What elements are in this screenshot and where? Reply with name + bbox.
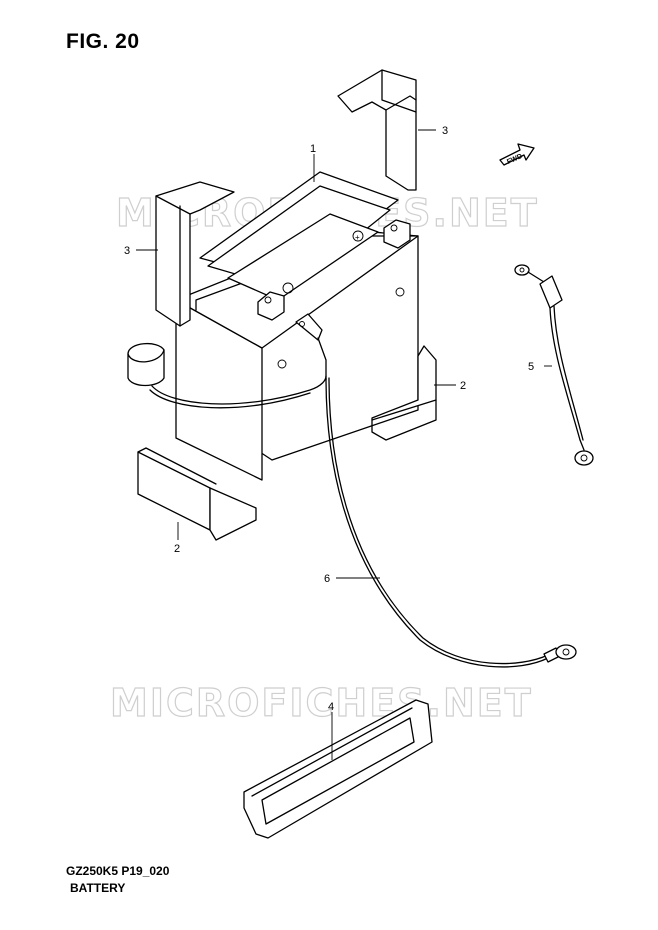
callout-1: 1 [310,143,316,155]
plus-terminal-mark: + [355,233,360,242]
model-code: GZ250K5 P19_020 [66,864,170,878]
part-3-upper-pad [337,69,417,191]
figure-title: FIG. 20 [66,30,140,53]
fwd-arrow-icon: FWD [499,143,535,166]
callout-5: 5 [528,361,534,373]
callout-4: 4 [328,701,334,713]
part-3-front-pad [155,181,235,327]
watermark-bottom: MICROFICHES.NET [110,681,533,725]
callout-3-upper: 3 [442,125,448,137]
part-2-side-pad [371,345,437,441]
callout-leaders [136,129,552,760]
callout-3-front: 3 [124,245,130,257]
callout-2-bottom: 2 [174,543,180,555]
callout-6: 6 [324,573,330,585]
callout-2-side: 2 [460,380,466,392]
part-5-plus-lead [514,264,594,466]
vent-tube [127,343,327,409]
section-name: BATTERY [70,881,126,895]
part-6-minus-lead [295,313,577,668]
part-2-bottom-pad [137,447,257,541]
part-1-battery: + [175,171,419,481]
